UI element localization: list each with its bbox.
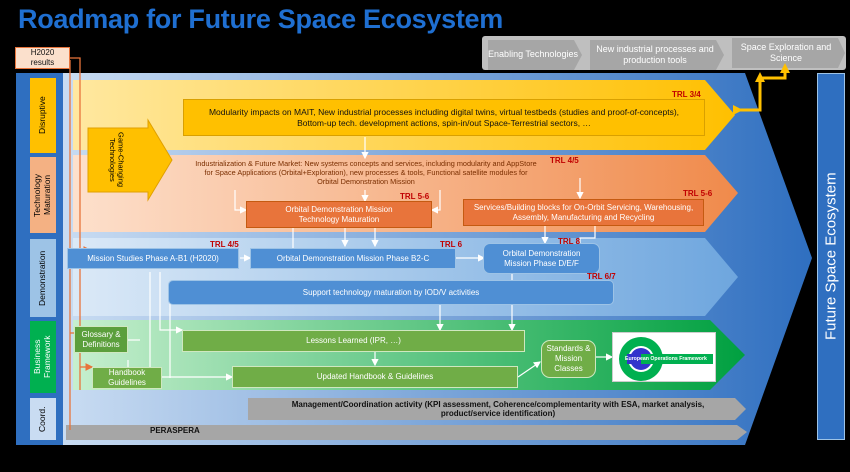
management-activity-text: Management/Coordination activity (KPI as… xyxy=(291,399,705,418)
trl-4-5-label-b: TRL 4/5 xyxy=(210,240,239,249)
industrialization-box: Industrialization & Future Market: New s… xyxy=(195,159,537,186)
european-operations-framework-logo: European Operations Framework xyxy=(612,332,716,382)
row-label-demonstration: Demonstration xyxy=(30,239,56,317)
row-label-coord: Coord. xyxy=(30,398,56,440)
trl-8-label: TRL 8 xyxy=(558,237,581,246)
game-changing-arrow xyxy=(87,118,173,202)
euro-ops-graphic xyxy=(619,337,713,381)
standards-box: Standards & Mission Classes xyxy=(541,340,596,378)
tab-new-industrial-processes: New industrial processes and production … xyxy=(596,43,714,65)
page-title: Roadmap for Future Space Ecosystem xyxy=(18,4,503,34)
trl-6-7-label: TRL 6/7 xyxy=(587,272,616,281)
future-space-ecosystem-label: Future Space Ecosystem xyxy=(822,172,840,341)
game-changing-label: Game-Changing Technologies xyxy=(108,132,126,188)
glossary-box: Glossary & Definitions xyxy=(74,326,128,353)
updated-handbook-box: Updated Handbook & Guidelines xyxy=(232,366,518,388)
support-technology-box: Support technology maturation by IOD/V a… xyxy=(168,280,614,305)
management-arrow xyxy=(248,398,746,420)
peraspera-label: PERASPERA xyxy=(150,426,200,435)
services-box: Services/Building blocks for On-Orbit Se… xyxy=(463,199,704,226)
trl-5-6-label-a: TRL 5-6 xyxy=(400,192,430,201)
trl-4-5-label-a: TRL 4/5 xyxy=(550,156,579,165)
row-label-business-framework: Business Framework xyxy=(30,321,56,393)
odm-phase-b2c-box: Orbital Demonstration Mission Phase B2-C xyxy=(250,248,456,269)
tab-enabling-technologies: Enabling Technologies xyxy=(488,49,578,60)
modularity-box: Modularity impacts on MAIT, New industri… xyxy=(183,99,705,136)
h2020-results-box: H2020 results xyxy=(15,47,70,69)
trl-3-4-label: TRL 3/4 xyxy=(672,90,701,99)
future-space-ecosystem-bar xyxy=(817,73,845,440)
trl-5-6-label-b: TRL 5-6 xyxy=(683,189,713,198)
handbook-guidelines-box: Handbook Guidelines xyxy=(92,367,162,389)
odm-phase-def-box: Orbital Demonstration Mission Phase D/E/… xyxy=(483,243,600,274)
euro-ops-label: European Operations Framework xyxy=(625,356,707,362)
row-label-disruptive: Disruptive xyxy=(30,78,56,153)
mission-studies-box: Mission Studies Phase A-B1 (H2020) xyxy=(67,248,239,269)
peraspera-arrow xyxy=(66,425,747,440)
row-label-technology-maturation: Technology Maturation xyxy=(30,157,56,233)
trl-6-label: TRL 6 xyxy=(440,240,463,249)
lessons-learned-box: Lessons Learned (IPR, …) xyxy=(182,330,525,352)
tab-space-exploration: Space Exploration and Science xyxy=(740,41,832,63)
odm-technology-maturation-box: Orbital Demonstration Mission Technology… xyxy=(246,201,432,228)
